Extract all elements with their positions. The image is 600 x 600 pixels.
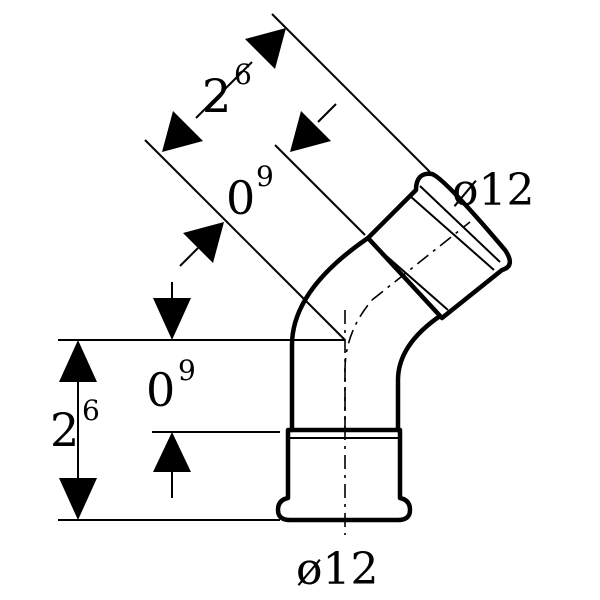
arrow-diag-inner-lower (183, 222, 224, 263)
vert-inner-sup: 9 (178, 354, 196, 387)
bottom-socket (275, 427, 413, 523)
vertical-dimensions (58, 282, 345, 521)
top-socket-bead-a (374, 245, 449, 311)
diag-inner-base: 0 (226, 171, 255, 225)
vert-overall-sup: 6 (82, 394, 100, 427)
ext-line-diag-base (144, 139, 346, 341)
arrow-diag-inner-upper (290, 111, 331, 152)
dim-line-diag-inner-upper (317, 103, 337, 123)
top-diameter-label: ø12 (452, 165, 534, 216)
arrow-up-overall (59, 340, 97, 382)
arrow-up-inner (153, 432, 191, 472)
ext-line-diag-inner (274, 144, 366, 236)
arrow-diag-overall-lower (162, 111, 203, 152)
dim-line-diag-inner-lower (179, 247, 199, 267)
centerlines (344, 221, 471, 535)
top-socket-edge (419, 185, 501, 263)
vert-inner-base: 0 (146, 363, 175, 417)
centerline-arc (344, 299, 373, 430)
vert-overall-base: 2 (50, 403, 79, 457)
diag-overall-base: 2 (202, 69, 231, 123)
elbow-wall-outer (289, 235, 371, 433)
diag-overall-sup: 6 (234, 58, 252, 91)
elbow-body (275, 171, 512, 523)
arrow-down-inner (153, 298, 191, 340)
arrow-down-overall (59, 478, 97, 520)
arrow-diag-overall-upper (245, 28, 286, 69)
diag-inner-sup: 9 (256, 160, 274, 193)
dim-line-diag-overall (195, 61, 253, 119)
top-socket-bead-b (409, 195, 495, 271)
bottom-diameter-label: ø12 (296, 544, 378, 595)
elbow-wall-inner (395, 313, 443, 433)
top-socket (365, 171, 512, 321)
ext-line-diag-outer (271, 13, 431, 173)
centerline-diagonal (371, 221, 471, 301)
labels: ø12 ø12 2 6 0 9 0 9 2 6 (50, 58, 534, 595)
diagonal-dimensions (144, 13, 431, 341)
